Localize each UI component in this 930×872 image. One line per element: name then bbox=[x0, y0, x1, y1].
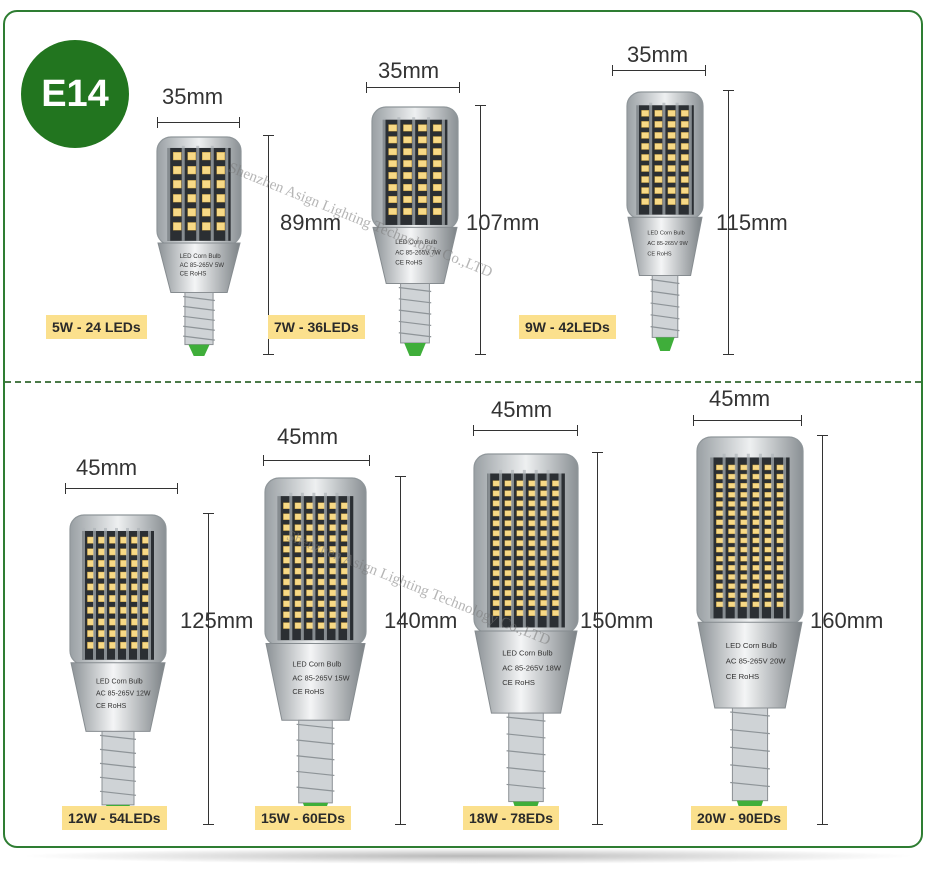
svg-text:LED Corn Bulb: LED Corn Bulb bbox=[726, 641, 777, 650]
svg-text:AC 85-265V 9W: AC 85-265V 9W bbox=[647, 241, 688, 247]
bulb-width: 45mm bbox=[709, 386, 771, 411]
wattage-label: 15W - 60EDs bbox=[255, 806, 352, 830]
bulb-width: 35mm bbox=[162, 84, 224, 109]
product-frame bbox=[3, 10, 923, 848]
wattage-label: 18W - 78EDs bbox=[463, 806, 560, 830]
wattage-label: 12W - 54LEDs bbox=[62, 806, 167, 830]
bulb-height: 89mm bbox=[280, 210, 342, 235]
svg-text:LED Corn Bulb: LED Corn Bulb bbox=[292, 660, 341, 669]
bulb-width: 45mm bbox=[277, 424, 339, 449]
width-dimension-line bbox=[366, 82, 460, 93]
height-dimension-line bbox=[592, 452, 603, 825]
corn-bulb-image: LED Corn Bulb AC 85-265V 18W CE RoHS bbox=[473, 453, 579, 821]
svg-text:AC 85-265V 12W: AC 85-265V 12W bbox=[96, 691, 151, 698]
svg-text:CE RoHS: CE RoHS bbox=[96, 703, 127, 710]
frame-shadow bbox=[18, 848, 918, 864]
wattage-label: 5W - 24 LEDs bbox=[46, 315, 147, 339]
bulb-height: 107mm bbox=[466, 210, 540, 235]
svg-text:CE RoHS: CE RoHS bbox=[395, 259, 422, 266]
corn-bulb-image: LED Corn Bulb AC 85-265V 7W CE RoHS bbox=[371, 106, 459, 356]
width-dimension-line bbox=[65, 483, 178, 494]
height-dimension-line bbox=[203, 513, 214, 825]
width-dimension-line bbox=[263, 455, 370, 466]
bulb-height: 125mm bbox=[180, 608, 254, 633]
wattage-label: 7W - 36LEDs bbox=[268, 315, 365, 339]
svg-text:LED Corn Bulb: LED Corn Bulb bbox=[395, 239, 437, 246]
bulb-width: 45mm bbox=[491, 397, 553, 422]
corn-bulb-image: LED Corn Bulb AC 85-265V 9W CE RoHS bbox=[626, 91, 704, 351]
svg-text:AC 85-265V 18W: AC 85-265V 18W bbox=[502, 663, 562, 672]
height-dimension-line bbox=[263, 135, 274, 355]
svg-text:CE RoHS: CE RoHS bbox=[726, 672, 759, 681]
svg-text:LED Corn Bulb: LED Corn Bulb bbox=[647, 231, 684, 237]
bulb-height: 160mm bbox=[810, 608, 884, 633]
width-dimension-line bbox=[612, 65, 706, 76]
corn-bulb-image: LED Corn Bulb AC 85-265V 15W CE RoHS bbox=[264, 477, 367, 821]
svg-text:CE RoHS: CE RoHS bbox=[502, 678, 535, 687]
corn-bulb-image: LED Corn Bulb AC 85-265V 12W CE RoHS bbox=[69, 514, 167, 821]
svg-text:CE RoHS: CE RoHS bbox=[647, 252, 672, 258]
svg-text:LED Corn Bulb: LED Corn Bulb bbox=[502, 649, 552, 658]
svg-text:AC 85-265V 20W: AC 85-265V 20W bbox=[726, 656, 787, 665]
socket-badge: E14 bbox=[21, 40, 129, 148]
bulb-height: 150mm bbox=[580, 608, 654, 633]
corn-bulb-image: LED Corn Bulb AC 85-265V 20W CE RoHS bbox=[696, 436, 804, 821]
width-dimension-line bbox=[693, 415, 802, 426]
corn-bulb-image: LED Corn Bulb AC 85-265V 5W CE RoHS bbox=[156, 136, 242, 356]
svg-text:AC 85-265V 5W: AC 85-265V 5W bbox=[180, 262, 225, 269]
bulb-height: 140mm bbox=[384, 608, 458, 633]
bulb-width: 45mm bbox=[76, 455, 138, 480]
height-dimension-line bbox=[395, 476, 406, 825]
wattage-label: 20W - 90EDs bbox=[691, 806, 788, 830]
bulb-width: 35mm bbox=[627, 42, 689, 67]
wattage-label: 9W - 42LEDs bbox=[519, 315, 616, 339]
width-dimension-line bbox=[157, 117, 240, 128]
row-divider bbox=[5, 381, 921, 383]
width-dimension-line bbox=[473, 425, 578, 436]
bulb-height: 115mm bbox=[716, 210, 788, 235]
svg-text:CE RoHS: CE RoHS bbox=[180, 271, 207, 278]
svg-text:CE RoHS: CE RoHS bbox=[292, 687, 324, 696]
svg-text:LED Corn Bulb: LED Corn Bulb bbox=[96, 678, 143, 685]
svg-text:AC 85-265V 7W: AC 85-265V 7W bbox=[395, 249, 441, 256]
height-dimension-line bbox=[817, 435, 828, 825]
bulb-width: 35mm bbox=[378, 58, 440, 83]
svg-text:AC 85-265V 15W: AC 85-265V 15W bbox=[292, 673, 349, 682]
height-dimension-line bbox=[723, 90, 734, 355]
height-dimension-line bbox=[475, 105, 486, 355]
svg-text:LED Corn Bulb: LED Corn Bulb bbox=[180, 253, 222, 260]
